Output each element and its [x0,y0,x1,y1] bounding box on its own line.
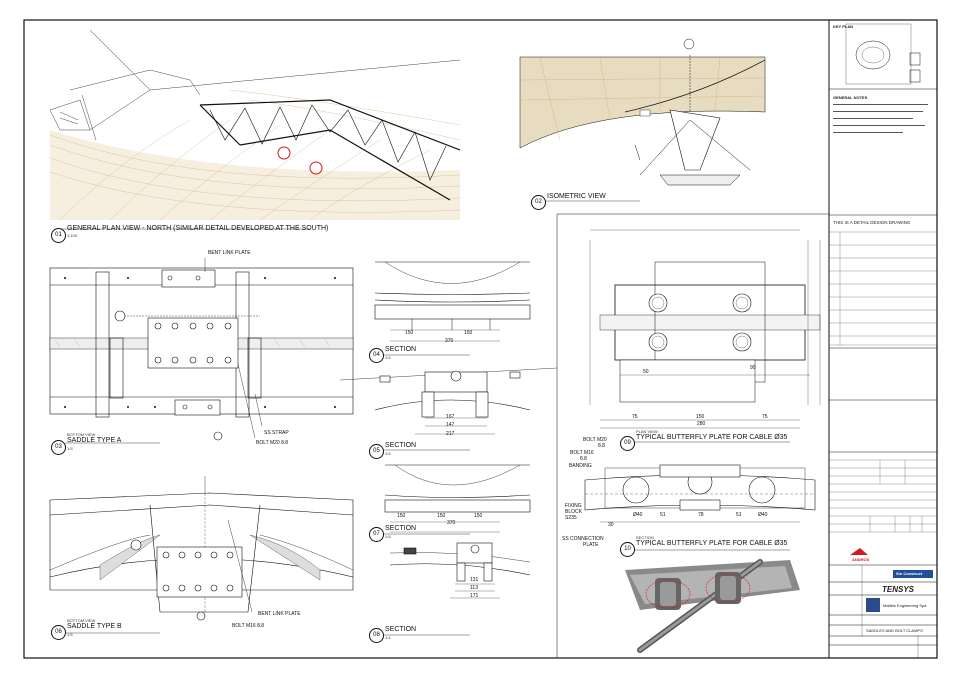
plan-view-drawing [50,30,460,220]
isometric-drawing [519,38,766,186]
dim-09-e: 90 [750,365,756,371]
view-05-number: 05 [369,444,384,459]
label-bolt-m16-grade: 8.8 [580,456,587,462]
saddle-a-drawing [49,258,354,441]
view-03-title: SADDLE TYPE A [67,437,122,444]
view-05-scale: 1:5 [385,451,391,456]
project-description: SADDLES AND BOLT CLAMPS [866,628,923,633]
section-05-drawing [339,367,558,435]
dim-10-b: 51 [660,512,666,518]
butterfly-plan-drawing [589,229,821,429]
view-03-scale: 1:5 [67,446,73,451]
view-02-number: 02 [531,195,546,210]
label-ss-connection-2: PLATE [583,542,599,548]
dim-07-total: 370 [447,520,456,526]
label-fixing-block-1: FIXING [565,503,582,509]
dim-09-b: 150 [696,414,705,420]
view-01-title: GENERAL PLAN VIEW - NORTH (SIMILAR DETAI… [67,225,329,232]
view-07-number: 07 [369,527,384,542]
view-05-title: SECTION [385,442,417,449]
view-10-title: TYPICAL BUTTERFLY PLATE FOR CABLE Ø35 [636,540,788,547]
view-01-number: 01 [51,228,66,243]
dim-10-c: 78 [698,512,704,518]
render-3d [625,559,800,653]
title-block [829,23,937,658]
label-banding: BANDING [569,463,592,469]
section-08-drawing [389,542,531,599]
label-bolt-m20-10: BOLT M20 [583,437,607,443]
view-06-number: 06 [51,625,66,640]
dim-09-a: 75 [632,414,638,420]
view-03-number: 03 [51,440,66,455]
maffeis-logo: Maffeis Engineering Spa [883,603,927,608]
view-09-title: TYPICAL BUTTERFLY PLATE FOR CABLE Ø35 [636,434,788,441]
butterfly-section-drawing [584,464,816,523]
dim-10-e: Ø40 [758,512,768,518]
dim-05-c: 217 [446,431,455,437]
view-10-pre: SECTION [636,535,654,540]
title-block-text-lines [833,104,928,133]
dim-04-a: 150 [405,330,414,336]
dim-09-total: 280 [697,421,706,427]
dim-08-a: 131 [470,577,479,583]
dim-10-d: 51 [736,512,742,518]
view-08-number: 08 [369,628,384,643]
section-04-drawing [374,261,531,342]
view-03-pre: BOTTOM VIEW [67,432,96,437]
design-label: THIS IS A DETAIL DESIGN DRAWING [833,220,911,225]
label-ss-connection-1: SS CONNECTION [562,536,604,542]
view-04-title: SECTION [385,346,417,353]
dim-04-total: 370 [445,338,454,344]
view-01-scale: 1:100 [67,233,78,238]
label-ss-strap: SS STRAP [264,430,289,436]
view-09-pre: PLAN VIEW [636,429,658,434]
dim-07-b: 150 [437,513,446,519]
view-07-title: SECTION [385,525,417,532]
dim-05-b: 147 [446,422,455,428]
general-notes-label: GENERAL NOTES [833,95,868,100]
label-bolt-m20: BOLT M20 8.8 [256,440,289,446]
dim-05-a: 167 [446,414,455,420]
label-fixing-block-2: BLOCK [565,509,582,515]
view-10-number: 10 [620,542,635,557]
dim-10-f: 30 [608,522,614,528]
view-04-number: 04 [369,348,384,363]
dim-08-b: 113 [470,585,478,591]
view-09-number: 09 [620,436,635,451]
dim-04-b: 150 [464,330,473,336]
dim-08-c: 171 [470,593,479,599]
dim-07-a: 150 [397,513,406,519]
view-04-scale: 1:5 [385,355,391,360]
key-plan-label: KEY PLAN [833,24,854,29]
view-02-title: ISOMETRIC VIEW [547,193,606,200]
dim-09-d: 50 [643,369,649,375]
view-06-title: SADDLE TYPE B [67,623,122,630]
view-06-scale: 1:5 [67,632,73,637]
dim-09-c: 75 [762,414,768,420]
label-bent-link-plate-a: BENT LINK PLATE [208,250,251,256]
label-fixing-block-3: S235 [565,515,577,521]
view-08-scale: 1:4 [385,635,391,640]
view-06-pre: BOTTOM VIEW [67,618,96,623]
dim-10-a: Ø40 [633,512,643,518]
section-07-drawing [384,464,531,533]
label-bolt-m16-10: BOLT M16 [570,450,594,456]
view-07-scale: 1:5 [385,534,391,539]
label-bolt-m16: BOLT M16 8.8 [232,623,265,629]
dim-07-c: 150 [474,513,483,519]
view-08-title: SECTION [385,626,417,633]
client-logo: ANDROS [852,557,870,562]
tensys-logo: TENSYS [882,585,915,594]
label-bent-link-plate-b: BENT LINK PLATE [258,611,301,617]
contractor-logo: Sin Construct [896,571,923,576]
label-bolt-m20-grade: 8.8 [598,443,605,449]
saddle-b-drawing [49,476,354,621]
